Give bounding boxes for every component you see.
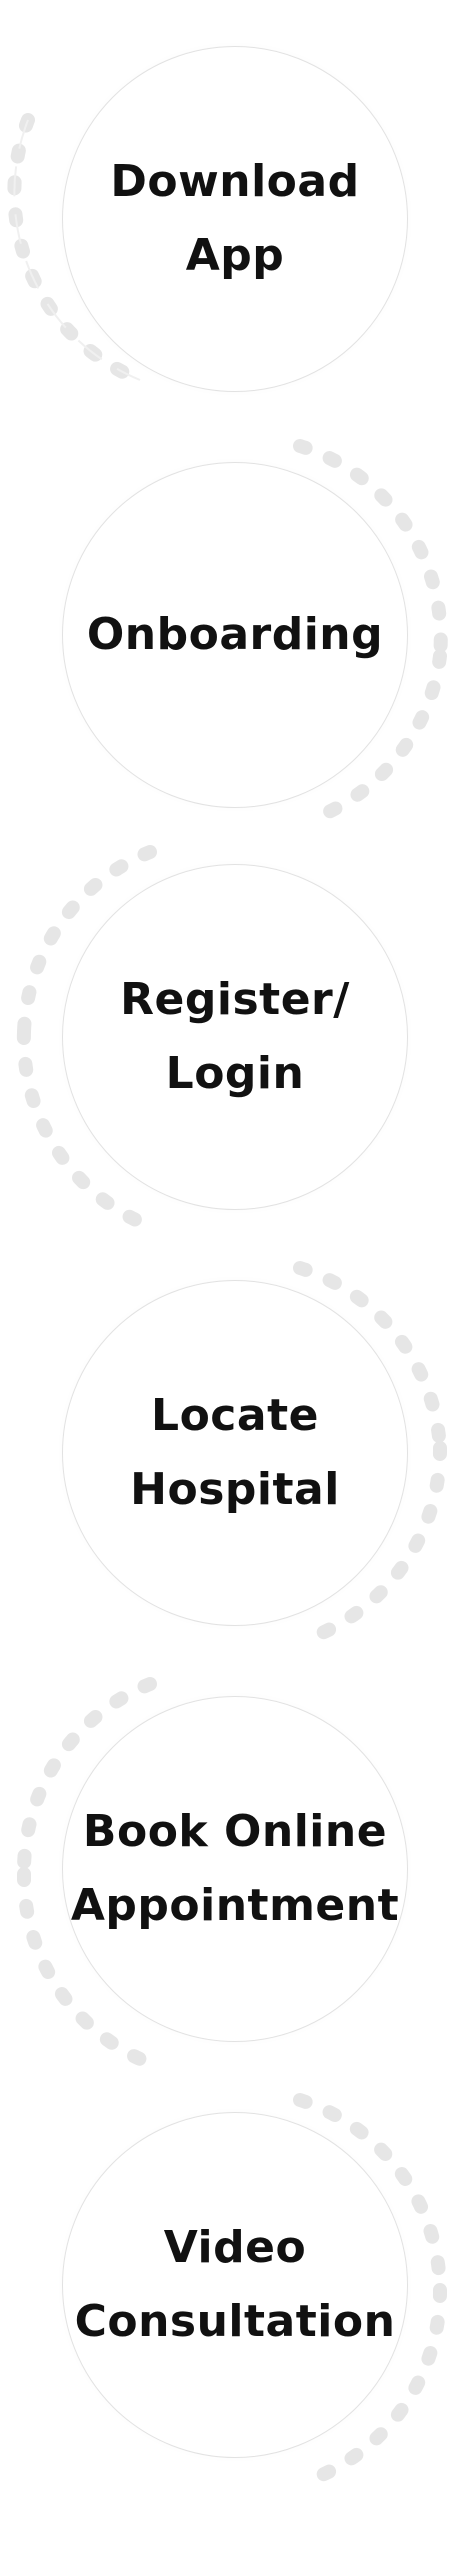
step-video-consultation: Video Consultation [0, 2080, 461, 2496]
dashed-connector-ring [16, 1677, 157, 2066]
step-onboarding: Onboarding [0, 416, 461, 832]
step-book-online-appointment: Book Online Appointment [0, 1664, 461, 2080]
step-locate-hospital: Locate Hospital [0, 1248, 461, 1664]
step-circle[interactable]: Locate Hospital [62, 1280, 408, 1626]
step-circle[interactable]: Onboarding [62, 462, 408, 808]
step-download-app: Download App [0, 0, 461, 416]
dashed-connector-ring [293, 2093, 448, 2487]
step-circle[interactable]: Download App [62, 46, 408, 392]
step-label: Download App [110, 156, 360, 281]
step-circle[interactable]: Video Consultation [62, 2112, 408, 2458]
step-circle[interactable]: Book Online Appointment [62, 1696, 408, 2042]
step-label: Onboarding [86, 609, 384, 660]
step-register-login: Register/ Login [0, 832, 461, 1248]
dashed-connector-ring [293, 439, 448, 823]
dashed-connector-ring [7, 113, 147, 387]
dashed-connector-ring [293, 1261, 448, 1645]
step-label: Video Consultation [74, 2222, 396, 2347]
step-label: Book Online Appointment [70, 1806, 400, 1931]
dashed-connector-ring [16, 845, 157, 1229]
step-label: Locate Hospital [130, 1390, 340, 1515]
step-circle[interactable]: Register/ Login [62, 864, 408, 1210]
step-label: Register/ Login [120, 974, 350, 1099]
